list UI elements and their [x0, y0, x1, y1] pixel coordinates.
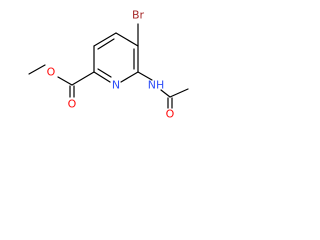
- bond-carbonyl-methyl: [169, 88, 189, 98]
- bond-c5-nh: [137, 71, 153, 81]
- bond-ester-carbon-oxygen-single: [57, 76, 73, 86]
- ester-oxygen-double-label: O: [68, 98, 77, 111]
- ring-bond-c2-c3-inner: [97, 38, 115, 50]
- amide-oxygen-label: O: [166, 108, 175, 121]
- ring-bond-n-c1: [93, 71, 111, 83]
- bond-c1-ester-carbon: [71, 71, 95, 86]
- amide-nitrogen-label: NH: [148, 79, 165, 92]
- bond-ester-oxygen-methyl: [28, 64, 46, 75]
- ring-bond-c3-c4: [115, 32, 139, 47]
- chemical-structure: Br N NH O O O: [28, 9, 189, 121]
- ring-bond-n-c1-inner: [97, 68, 112, 78]
- bond-nh-carbonyl: [160, 89, 171, 98]
- ring-bond-c2-c3: [93, 32, 117, 47]
- ester-oxygen-single-label: O: [47, 66, 56, 79]
- ring-nitrogen-label: N: [112, 79, 120, 92]
- ring-bond-c5-n: [120, 71, 139, 83]
- bromine-label: Br: [132, 9, 145, 22]
